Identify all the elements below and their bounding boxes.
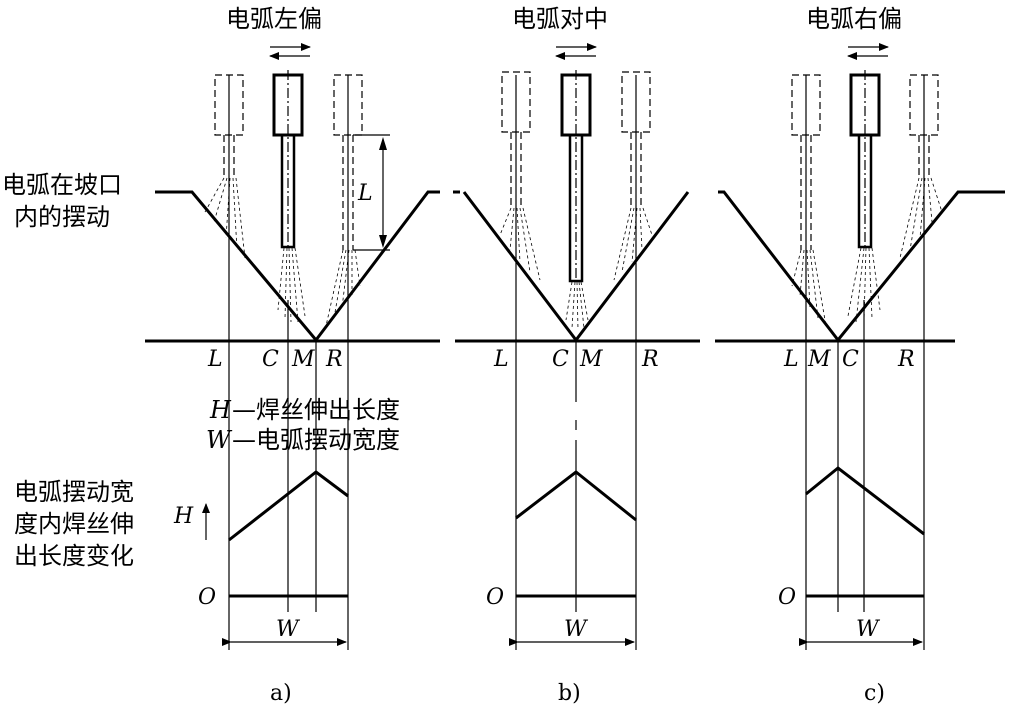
panel-c-width-label: W: [856, 617, 881, 642]
panel-c-caption: c): [864, 681, 885, 706]
panel-c-graph-curve: [805, 466, 925, 536]
panel-a-label-R: R: [325, 347, 343, 372]
swing-label-line2: 内的摆动: [14, 203, 110, 231]
panel-c-torch-center: [849, 70, 881, 249]
panel-b-torch-left: [501, 71, 531, 208]
swing-label-line1: 电弧在坡口: [2, 171, 122, 199]
panel-c-direction-arrows: [847, 43, 889, 60]
panel-c-label-C: C: [842, 347, 859, 372]
panel-b: 电弧对中 L: [453, 5, 700, 706]
panel-a-arc-fans: [204, 177, 361, 327]
panel-a-graph-curve: [228, 470, 349, 542]
panel-a-torch-center: [272, 70, 304, 249]
panel-a-title: 电弧左偏: [226, 5, 322, 33]
panel-a-label-L: L: [207, 347, 223, 372]
panel-c-torch-left: [791, 74, 821, 250]
panel-a-torch-left: [214, 74, 244, 178]
panel-b-graph-curve: [515, 470, 637, 522]
panel-a: 电弧左偏: [145, 5, 440, 706]
panel-a-caption: a): [270, 681, 292, 706]
panel-b-label-R: R: [641, 347, 659, 372]
panel-b-label-C: C: [552, 347, 569, 372]
panel-a-torch-right: [333, 74, 363, 250]
panel-b-origin-label: O: [486, 585, 504, 610]
panel-b-arc-fans: [499, 207, 653, 331]
change-label-line2: 度内焊丝伸: [14, 510, 134, 538]
change-label-line3: 出长度变化: [14, 542, 134, 570]
panel-a-direction-arrows: [269, 43, 311, 60]
panel-b-torch-center: [560, 70, 592, 283]
panel-b-direction-arrows: [555, 43, 597, 60]
panel-c-label-M: M: [807, 347, 831, 372]
panel-a-label-C: C: [262, 347, 279, 372]
panel-b-width-label: W: [564, 617, 589, 642]
panel-b-label-L: L: [493, 347, 509, 372]
panel-b-label-M: M: [579, 347, 603, 372]
h-axis-label: H: [173, 504, 194, 529]
panel-a-L-label: L: [357, 181, 373, 206]
legend-h-symbol: H: [209, 396, 232, 424]
panel-c-origin-label: O: [778, 585, 796, 610]
panel-c: 电弧右偏 L M C: [715, 5, 1005, 706]
panel-a-dimension-L: L: [353, 134, 390, 251]
change-label-line1: 电弧摆动宽: [14, 478, 134, 506]
panel-c-groove: [718, 190, 1005, 343]
panel-c-label-R: R: [897, 347, 915, 372]
panel-a-origin-label: O: [198, 585, 216, 610]
panel-b-caption: b): [558, 681, 581, 706]
panel-c-title: 电弧右偏: [806, 5, 902, 33]
panel-c-label-L: L: [783, 347, 799, 372]
panel-b-title: 电弧对中: [512, 5, 608, 33]
panel-c-arc-fans: [791, 177, 943, 327]
panel-c-torch-right: [909, 74, 939, 178]
panel-b-torch-right: [621, 71, 651, 208]
panel-a-width-label: W: [276, 617, 301, 642]
panel-a-label-M: M: [291, 347, 315, 372]
